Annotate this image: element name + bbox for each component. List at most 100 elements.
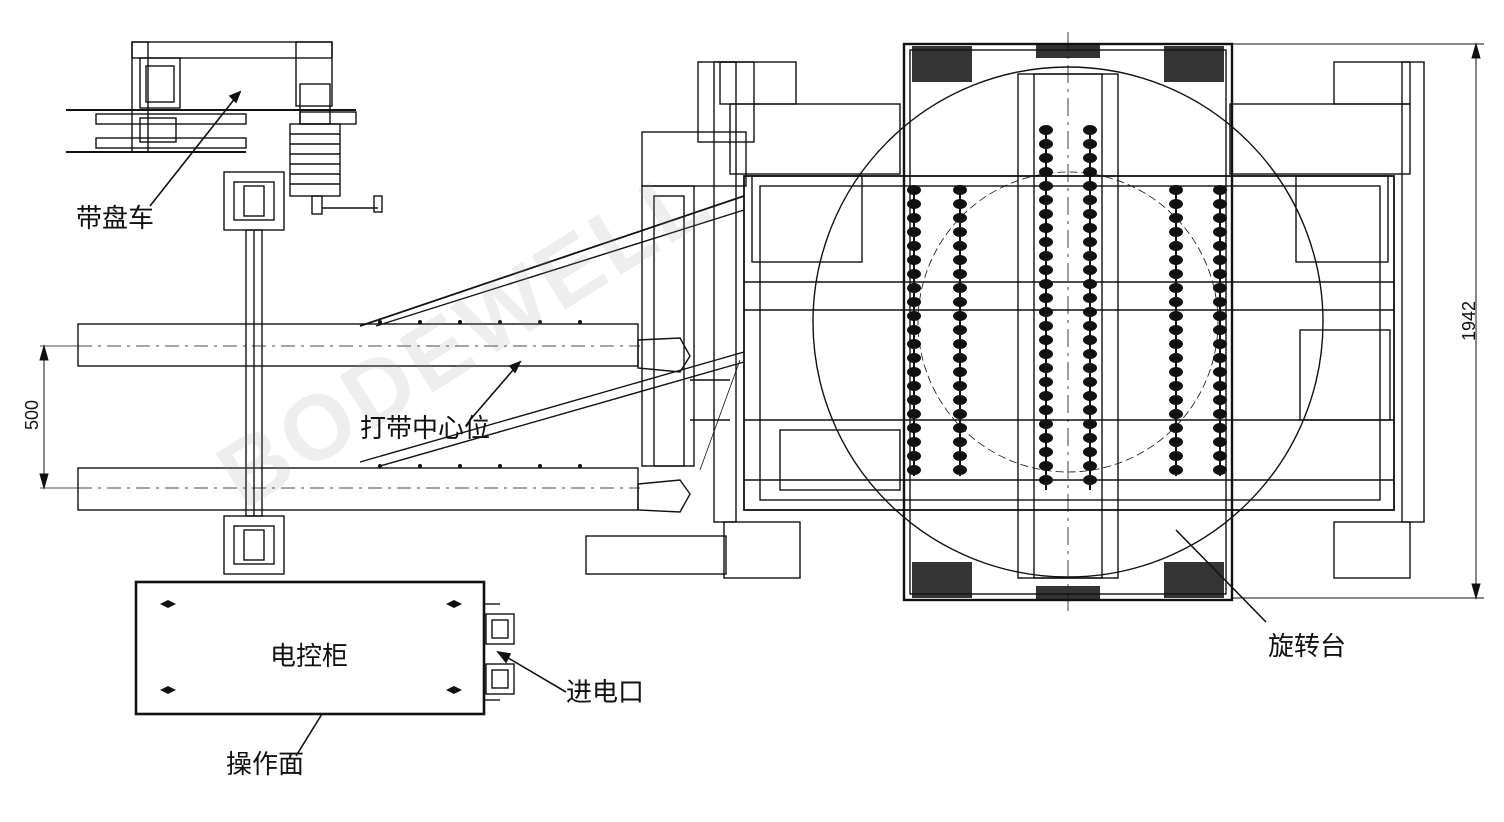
- chain-roller: [953, 465, 967, 475]
- chain-roller: [907, 353, 921, 363]
- chain-roller: [1169, 227, 1183, 237]
- chain-roller: [1169, 283, 1183, 293]
- chain-roller: [1039, 279, 1053, 289]
- chain-roller: [1039, 209, 1053, 219]
- chain-roller: [1083, 475, 1097, 485]
- chain-roller: [953, 297, 967, 307]
- chain-roller: [907, 297, 921, 307]
- chain-roller: [1169, 395, 1183, 405]
- chain-roller: [1213, 325, 1227, 335]
- label-turntable: 旋转台: [1268, 632, 1347, 662]
- chain-roller: [1213, 213, 1227, 223]
- chain-roller: [1213, 227, 1227, 237]
- chain-roller: [1169, 339, 1183, 349]
- chain-roller: [1083, 195, 1097, 205]
- chain-roller: [1169, 297, 1183, 307]
- chain-roller: [953, 437, 967, 447]
- main-machine: [713, 61, 1425, 579]
- chain-roller: [907, 381, 921, 391]
- chain-roller: [1039, 125, 1053, 135]
- chain-roller: [953, 255, 967, 265]
- chain-roller: [907, 185, 921, 195]
- chain-roller: [907, 465, 921, 475]
- chain-roller: [1213, 465, 1227, 475]
- chain-roller: [1083, 363, 1097, 373]
- conveyor-rails: [40, 320, 691, 513]
- chain-roller: [1039, 391, 1053, 401]
- label-strapping-center: 打带中心位: [360, 414, 491, 444]
- chain-roller: [1213, 241, 1227, 251]
- dimension-text-500: 500: [22, 399, 42, 431]
- chain-roller: [1169, 465, 1183, 475]
- chain-roller: [1039, 377, 1053, 387]
- dimension-1942: [1232, 42, 1484, 600]
- chain-roller: [953, 269, 967, 279]
- chain-roller: [1083, 405, 1097, 415]
- chain-roller: [1169, 381, 1183, 391]
- chain-roller: [1169, 423, 1183, 433]
- chain-roller: [1039, 195, 1053, 205]
- chain-roller: [1083, 433, 1097, 443]
- chain-roller: [1083, 419, 1097, 429]
- chain-roller: [907, 283, 921, 293]
- chain-roller: [1213, 437, 1227, 447]
- chain-roller: [907, 241, 921, 251]
- chain-roller: [907, 325, 921, 335]
- chain-roller: [907, 227, 921, 237]
- feed-frame: [585, 61, 755, 575]
- chain-roller: [907, 451, 921, 461]
- chain-roller: [1039, 321, 1053, 331]
- chain-roller: [1083, 377, 1097, 387]
- chain-roller: [907, 423, 921, 433]
- chain-roller: [1169, 241, 1183, 251]
- chain-roller: [953, 199, 967, 209]
- chain-roller: [1213, 255, 1227, 265]
- chain-roller: [1083, 391, 1097, 401]
- chain-roller: [1213, 311, 1227, 321]
- chain-roller: [1039, 293, 1053, 303]
- chain-roller: [953, 339, 967, 349]
- chain-roller: [1169, 437, 1183, 447]
- chain-roller: [953, 423, 967, 433]
- chain-roller: [1083, 265, 1097, 275]
- chain-roller: [1213, 367, 1227, 377]
- chain-roller: [1169, 367, 1183, 377]
- chain-roller: [1213, 395, 1227, 405]
- leader-lines: [149, 90, 1267, 757]
- chain-roller: [1169, 255, 1183, 265]
- chain-roller: [907, 395, 921, 405]
- chain-roller: [1083, 293, 1097, 303]
- chain-roller: [953, 451, 967, 461]
- chain-roller: [907, 255, 921, 265]
- chain-roller: [1039, 419, 1053, 429]
- chain-roller: [907, 339, 921, 349]
- chain-roller: [1039, 405, 1053, 415]
- chain-roller: [1213, 199, 1227, 209]
- chain-roller: [1039, 139, 1053, 149]
- chain-roller: [953, 395, 967, 405]
- chain-roller: [1213, 269, 1227, 279]
- chain-roller: [953, 311, 967, 321]
- chain-roller: [1039, 181, 1053, 191]
- chain-roller: [1213, 185, 1227, 195]
- chain-roller: [907, 199, 921, 209]
- chain-roller: [1083, 209, 1097, 219]
- label-tape-reel-cart: 带盘车: [76, 204, 155, 234]
- chain-roller: [1083, 321, 1097, 331]
- chain-roller: [1213, 423, 1227, 433]
- label-power-inlet: 进电口: [566, 678, 645, 708]
- chain-roller: [1083, 335, 1097, 345]
- chain-roller: [1083, 167, 1097, 177]
- chain-roller: [1083, 349, 1097, 359]
- chain-roller: [1169, 311, 1183, 321]
- chain-roller: [953, 213, 967, 223]
- chain-roller: [1039, 167, 1053, 177]
- chain-roller: [953, 185, 967, 195]
- chain-roller: [953, 227, 967, 237]
- chain-roller: [1169, 269, 1183, 279]
- chain-roller: [907, 311, 921, 321]
- chain-roller: [1083, 237, 1097, 247]
- chain-roller: [1083, 461, 1097, 471]
- chain-roller: [1213, 283, 1227, 293]
